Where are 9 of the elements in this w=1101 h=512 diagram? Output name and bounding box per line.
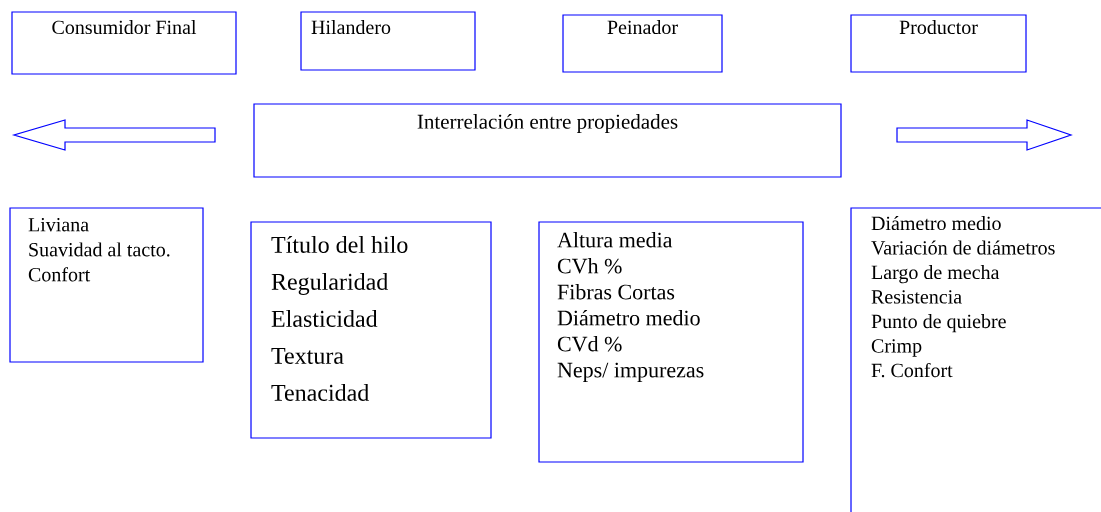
- role-box: Peinador: [562, 14, 723, 73]
- property-box: Liviana Suavidad al tacto. Confort: [9, 207, 204, 363]
- property-box: Diámetro medio Variación de diámetros Largo de mecha Resistencia Punto de quiebre Crimp F. Confort: [850, 207, 1101, 512]
- role-box: Hilandero: [300, 11, 476, 71]
- property-box: Altura media CVh % Fibras Cortas Diámetro medio CVd % Neps/ impurezas: [538, 221, 804, 463]
- role-box: Consumidor Final: [11, 11, 237, 75]
- title-box: Interrelación entre propiedades: [253, 103, 842, 178]
- role-box: Productor: [850, 14, 1027, 73]
- property-box: Título del hilo Regularidad Elasticidad Textura Tenacidad: [250, 221, 492, 439]
